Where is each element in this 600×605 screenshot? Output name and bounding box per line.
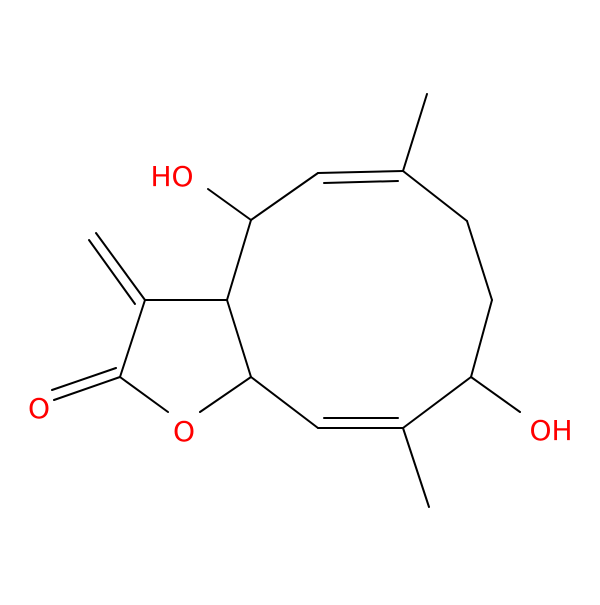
bond-double-top-a <box>317 170 404 174</box>
bond-lactone-4 <box>199 376 252 413</box>
bond-ring-6 <box>226 219 252 301</box>
hydroxyl-top-label: HO <box>150 160 193 193</box>
bond-carbonyl-a <box>53 376 121 401</box>
bond-carbonyl-b <box>51 367 117 391</box>
bond-ring-1 <box>402 170 468 222</box>
bond-ring-2 <box>466 220 493 301</box>
bond-methylene-b <box>88 239 136 305</box>
bond-methylene-a <box>95 232 146 301</box>
bond-lactone-2 <box>119 299 146 378</box>
bond-ring-3 <box>470 299 493 378</box>
bond-methyl-bottom <box>402 427 430 508</box>
bond-double-top-b <box>323 180 399 184</box>
bond-ring-5 <box>250 376 319 429</box>
bonds <box>51 93 521 508</box>
atom-labels: HO OH O O <box>28 160 573 448</box>
hydroxyl-right-label: OH <box>529 414 572 447</box>
carbonyl-oxygen-label: O <box>28 392 50 425</box>
bond-ring-fusion <box>226 299 252 378</box>
bond-hydroxyl-right <box>470 376 521 413</box>
ring-oxygen-label: O <box>173 415 195 448</box>
bond-hydroxyl-top <box>207 188 252 221</box>
bond-methyl-top <box>402 93 428 172</box>
bond-ring-4 <box>402 376 472 429</box>
bond-lactone-3 <box>119 376 169 413</box>
bond-ring-7 <box>250 172 319 221</box>
